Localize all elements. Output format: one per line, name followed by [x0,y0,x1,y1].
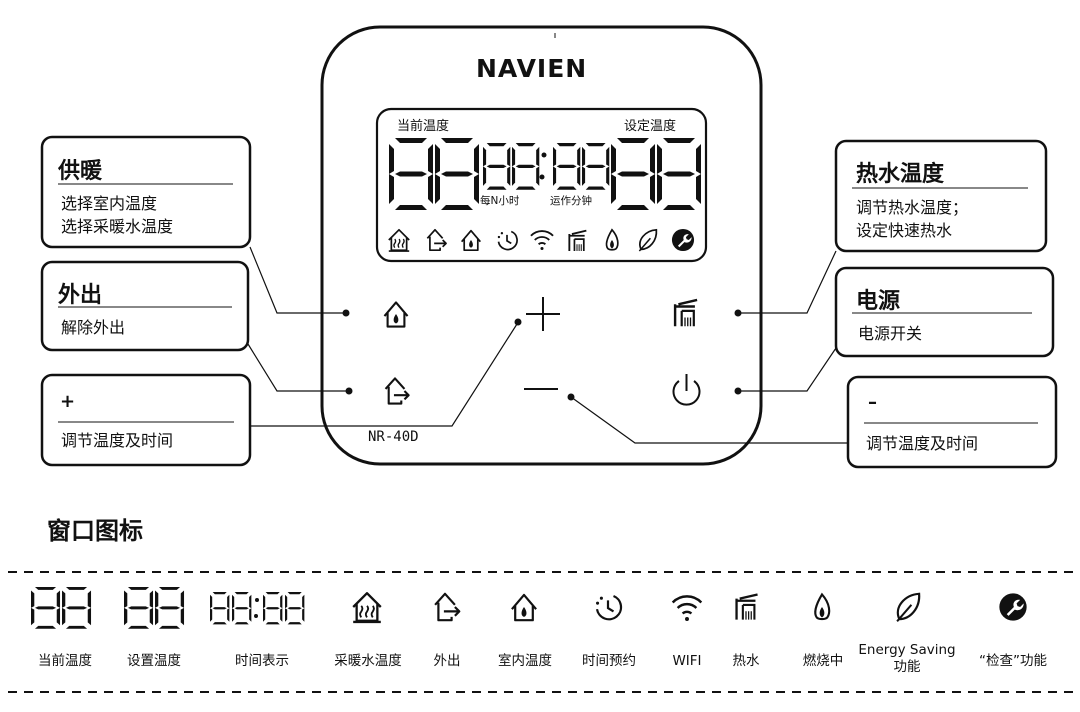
legend-title: 窗口图标 [47,517,143,545]
legend-label-energy-saving-2: 功能 [893,659,921,675]
leader-lines [247,246,848,444]
legend-current-temp-display-icon [31,587,92,629]
legend-label-hot-water: 热水 [732,653,760,669]
legend-label-current-temp: 当前温度 [38,653,92,669]
lcd-set-temp-label: 设定温度 [624,119,677,134]
legend-label-energy-saving: Energy Saving [858,642,956,658]
callout-minus-line-1: 调节温度及时间 [866,434,979,453]
callout-plus-line-1: 调节温度及时间 [61,431,174,450]
callout-hot-water-line-2: 设定快速热水 [856,221,953,240]
wrench-icon [671,228,695,252]
lcd-current-temp-label: 当前温度 [397,119,450,134]
legend-heating-water-icon [352,592,382,624]
callout-power-title: 电源 [856,289,901,314]
legend-label-burning: 燃烧中 [802,653,844,669]
callout-hot-water-box [834,139,1048,253]
legend-wifi-icon [671,595,703,623]
callout-underlines [58,183,1038,424]
plus-button[interactable] [526,297,560,331]
callout-boxes [40,135,1058,469]
legend-hot-water-tap-icon [735,593,759,621]
legend-indoor-temperature-icon [510,593,538,622]
brand-logo: NAVIEN [476,54,588,83]
callout-plus-box [40,373,252,467]
legend-flame-icon [814,593,831,621]
callout-power-line-1: 电源开关 [858,324,923,343]
legend-leaf-icon [895,592,921,623]
legend-label-time-display: 时间表示 [235,653,289,669]
callout-hot-water-line-1: 调节热水温度； [856,198,969,217]
legend-wrench-icon [999,593,1027,621]
legend-label-check: “检查”功能 [979,653,1047,669]
lcd-every-n-hours-label: 每N小时 [480,195,520,207]
callout-heating-title: 供暖 [58,159,103,184]
callout-out-title: 外出 [58,283,103,308]
legend-dashed-lines [8,571,1074,693]
legend-away-icon [434,592,461,622]
legend-label-indoor-temp: 室内温度 [498,653,552,669]
legend-label-away: 外出 [433,653,461,669]
callout-heating-box [40,135,252,249]
legend-label-set-temp: 设置温度 [127,653,181,669]
legend-set-temp-display-icon [124,587,185,629]
callout-out-line-1: 解除外出 [61,318,126,337]
callout-minus-box [846,375,1058,469]
callout-power-box [834,266,1055,358]
legend-clock-display-icon [210,592,305,625]
power-button[interactable] [672,374,701,406]
clock-digits [483,143,610,190]
callout-minus-title: – [868,392,877,413]
legend-timer-icon [594,594,623,621]
model-number: NR-40D [368,429,419,445]
callout-heating-line-1: 选择室内温度 [61,194,158,213]
power-icon [672,380,701,406]
lcd-window [375,107,708,263]
lcd-run-minutes-label: 运作分钟 [550,195,592,207]
callout-heating-line-2: 选择采暖水温度 [61,217,174,236]
legend-label-wifi: WIFI [672,653,702,669]
callout-plus-title: + [60,391,76,412]
legend-label-timer: 时间预约 [582,653,636,669]
leader-dots [342,309,742,401]
callout-out-box [40,260,250,352]
callout-hot-water-title: 热水温度 [856,162,945,187]
legend-label-heating-water: 采暖水温度 [334,653,402,669]
